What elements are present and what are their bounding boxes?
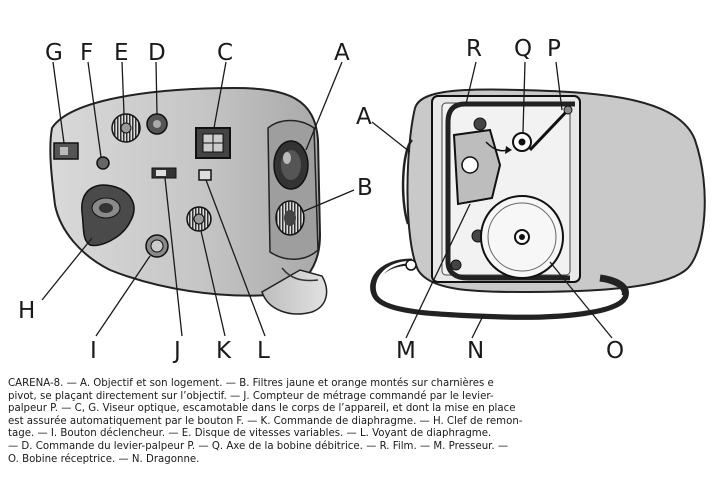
label-q: Q (514, 36, 532, 62)
label-n: N (467, 338, 484, 364)
label-j: J (172, 338, 181, 364)
camera-interior-view (370, 88, 706, 320)
caption-line: est assurée automatiquement par le bouto… (8, 415, 523, 427)
label-m: M (396, 338, 416, 364)
aperture-indicator-l (198, 169, 212, 181)
labels-right: R Q P A M N O (356, 36, 624, 364)
leader-lines-right (371, 61, 613, 339)
camera-exterior-view (49, 86, 328, 315)
caption-line: palpeur P. — C, G. Viseur optique, escam… (8, 403, 516, 415)
label-e: E (114, 40, 129, 66)
label-l: L (257, 338, 270, 364)
figure-caption: CARENA-8. — A. Objectif et son logement.… (8, 378, 704, 466)
feeler-lever (528, 108, 570, 152)
label-d: D (148, 40, 166, 66)
leader-lines-left (41, 61, 355, 337)
caption-line: CARENA-8. — A. Objectif et son logement.… (8, 378, 494, 389)
label-h: H (18, 298, 35, 324)
label-c: C (217, 40, 233, 66)
film-path (445, 101, 575, 281)
label-k: K (216, 338, 232, 364)
label-i: I (90, 338, 97, 364)
label-g: G (45, 40, 63, 66)
caption-line: O. Bobine réceptrice. — N. Dragonne. (8, 453, 200, 465)
label-a-left: A (334, 40, 350, 66)
button-f (96, 156, 110, 170)
label-f: F (80, 40, 93, 66)
wrist-strap (370, 258, 629, 320)
labels-left: G F E D C A B H I J K L (18, 40, 373, 364)
caption-line: — D. Commande du levier-palpeur P. — Q. … (8, 440, 509, 452)
caption-line: tage. — I. Bouton déclencheur. — E. Disq… (8, 428, 492, 440)
label-b: B (357, 175, 373, 201)
label-a-right: A (356, 104, 372, 130)
label-o: O (606, 338, 624, 364)
caption-line: pivot, se plaçant directement sur l’obje… (8, 390, 494, 402)
label-p: P (547, 36, 561, 62)
label-r: R (466, 36, 482, 62)
